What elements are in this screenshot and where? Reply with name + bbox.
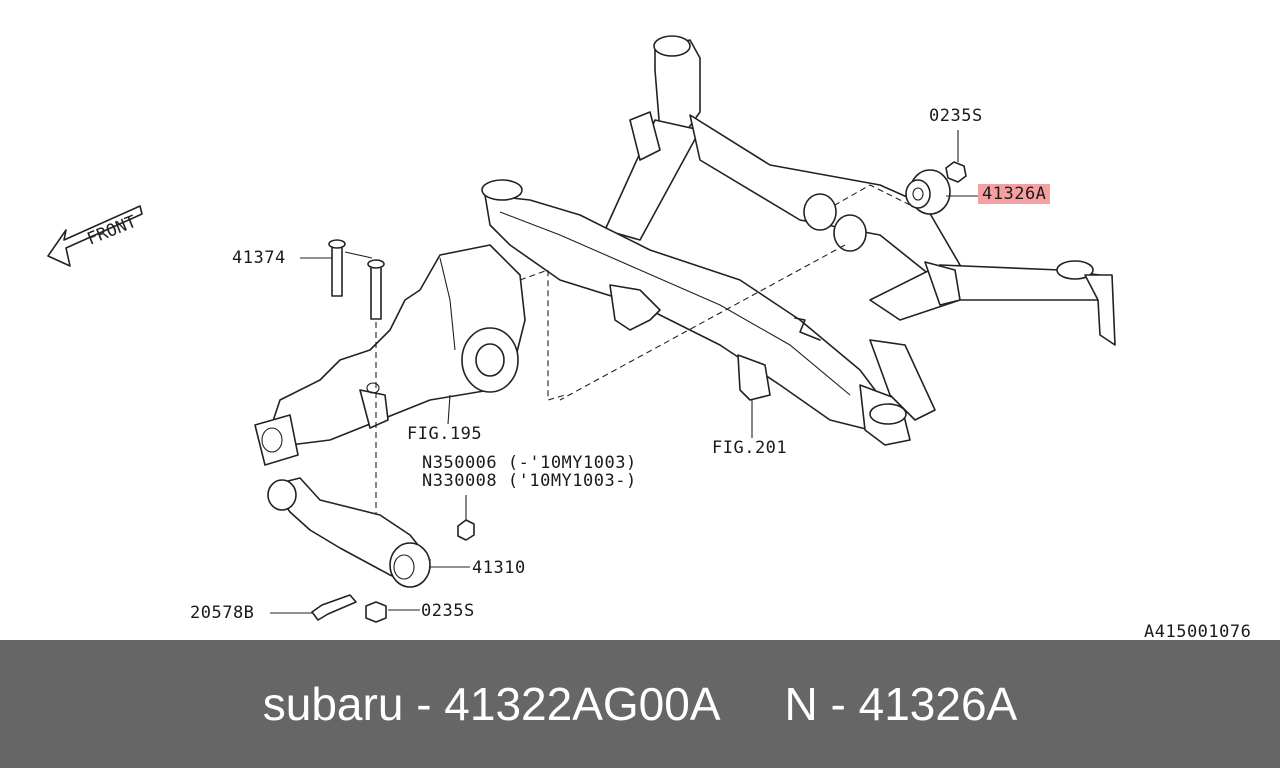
parts-diagram: FRONT — [47, 35, 1252, 642]
nut-0235s-bottom — [365, 601, 420, 623]
label-n330008: N330008 ('10MY1003-) — [422, 471, 637, 491]
label-20578b: 20578B — [190, 603, 255, 623]
rear-differential — [254, 244, 526, 466]
label-fig195: FIG.195 — [407, 424, 483, 444]
label-fig201: FIG.201 — [712, 438, 788, 458]
label-41326a-highlighted: 41326A — [978, 184, 1051, 204]
rear-crossmember — [481, 35, 1116, 446]
nut-0235s-top — [945, 130, 967, 183]
label-41310: 41310 — [472, 558, 526, 578]
parts-diagram-drawing: FRONT — [47, 35, 1116, 623]
bushing-41326a — [905, 169, 951, 215]
diagram-reference-code: A415001076 — [1144, 622, 1252, 642]
front-arrow-icon — [47, 205, 143, 267]
footer-oem-diagram-number: N - 41326A — [784, 678, 1018, 730]
label-41374: 41374 — [232, 248, 286, 268]
front-label: FRONT — [84, 212, 139, 250]
label-n350006: N350006 (-'10MY1003) — [422, 453, 637, 473]
part-number-footer: subaru - 41322AG00A N - 41326A — [0, 640, 1280, 768]
bolt-41374 — [300, 239, 385, 320]
footer-oem-part-number: subaru - 41322AG00A — [262, 678, 721, 730]
label-0235s-top: 0235S — [929, 106, 983, 126]
label-41326a-wrap: 41326A — [978, 184, 1051, 204]
label-0235s-bottom: 0235S — [421, 601, 475, 621]
bolt-20578b — [270, 594, 357, 621]
nut-n350006 — [457, 495, 475, 541]
differential-member-41310 — [267, 477, 470, 588]
